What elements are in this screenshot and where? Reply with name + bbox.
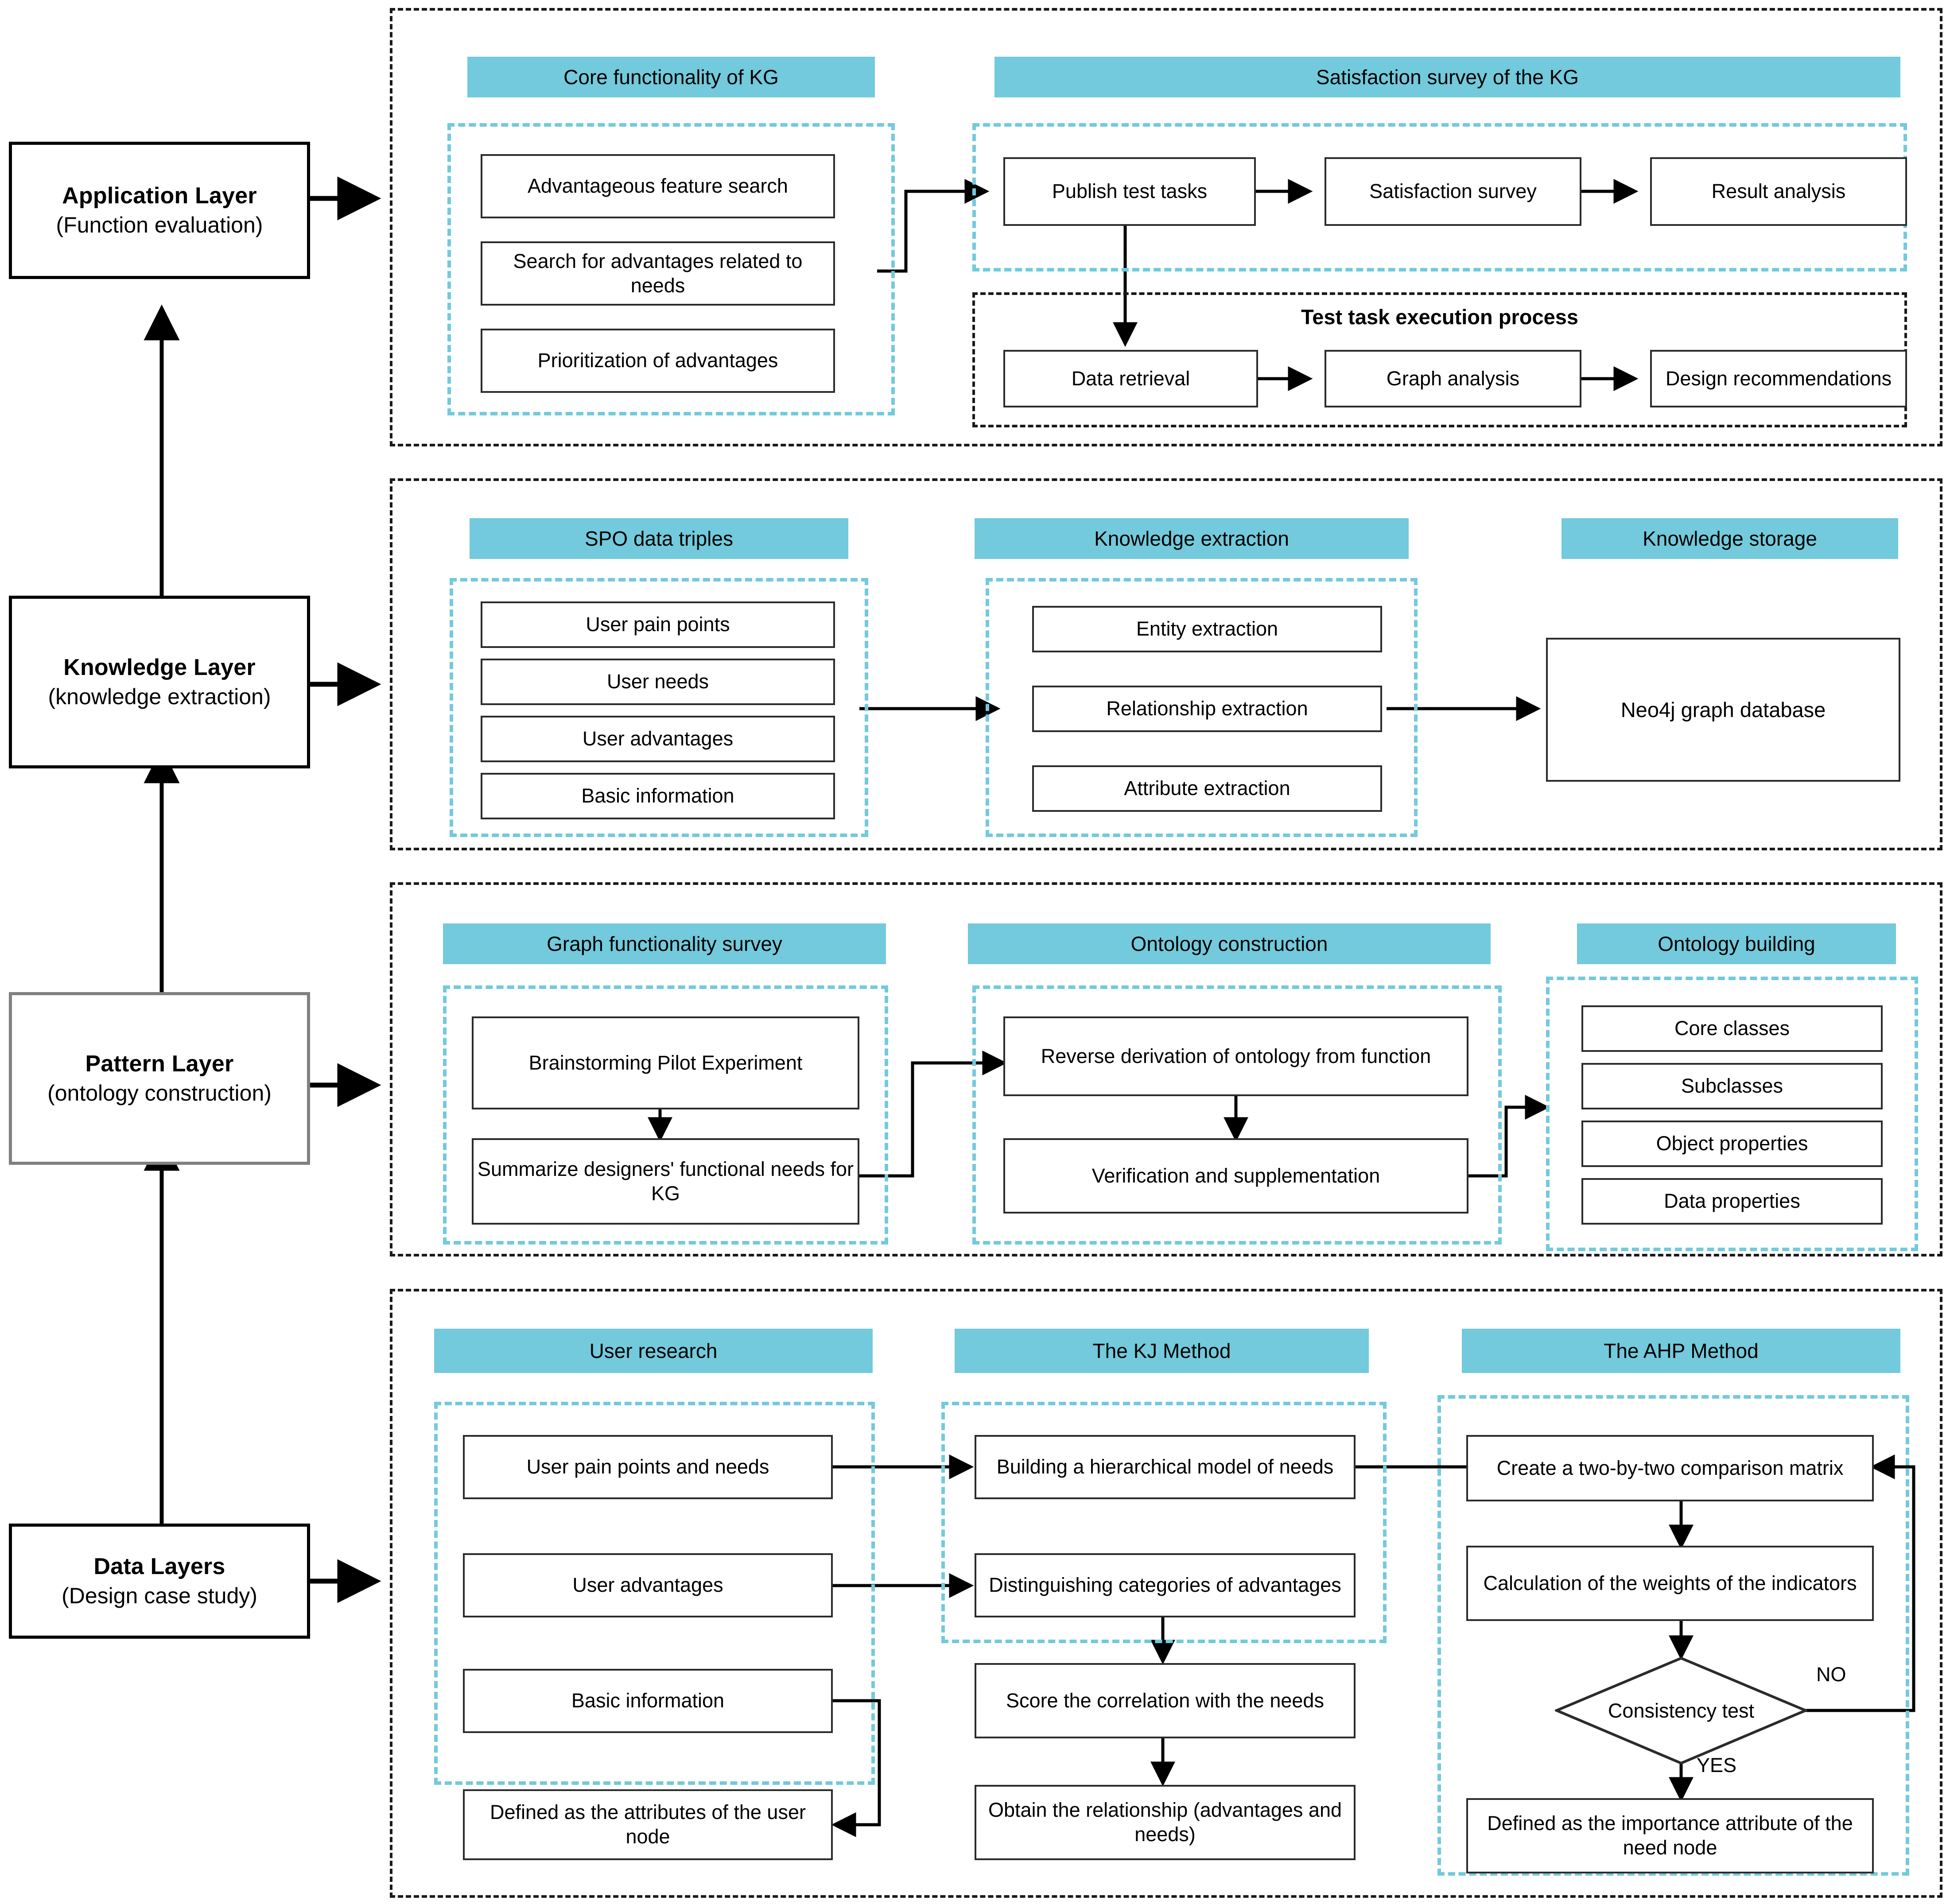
decision-label: Consistency test (1608, 1699, 1755, 1722)
layer-box-data[interactable]: Data Layers (Design case study) (9, 1524, 310, 1639)
header-ontology-construction: Ontology construction (968, 923, 1491, 964)
header-spo-data-triples: SPO data triples (470, 518, 848, 559)
header-user-research: User research (434, 1329, 873, 1373)
group-user-research (434, 1402, 875, 1785)
group-graph-functionality-survey (443, 985, 888, 1245)
node-summarize-designers-functional-needs[interactable]: Summarize designers' functional needs fo… (472, 1138, 859, 1225)
group-ontology-building (1546, 977, 1918, 1251)
node-publish-test-tasks[interactable]: Publish test tasks (1003, 157, 1256, 226)
group-knowledge-extraction (986, 578, 1418, 837)
node-search-advantages-related-needs[interactable]: Search for advantages related to needs (481, 241, 835, 306)
node-obtain-the-relationship[interactable]: Obtain the relationship (advantages and … (975, 1785, 1356, 1860)
node-object-properties[interactable]: Object properties (1581, 1121, 1883, 1167)
node-score-correlation-with-needs[interactable]: Score the correlation with the needs (975, 1663, 1356, 1738)
header-knowledge-storage: Knowledge storage (1562, 518, 1898, 559)
layer-subtitle: (Design case study) (62, 1583, 257, 1609)
group-kj-method (941, 1402, 1387, 1643)
node-calculation-of-weights-of-indicators[interactable]: Calculation of the weights of the indica… (1466, 1546, 1874, 1621)
header-core-functionality: Core functionality of KG (467, 57, 875, 97)
header-graph-functionality-survey: Graph functionality survey (443, 923, 886, 964)
node-advantageous-feature-search[interactable]: Advantageous feature search (481, 154, 835, 218)
node-user-advantages-data[interactable]: User advantages (463, 1553, 833, 1617)
header-satisfaction-survey: Satisfaction survey of the KG (994, 57, 1900, 97)
node-user-advantages[interactable]: User advantages (481, 716, 835, 762)
node-basic-information-data[interactable]: Basic information (463, 1669, 833, 1733)
node-defined-as-importance-attribute[interactable]: Defined as the importance attribute of t… (1466, 1798, 1874, 1873)
section-data-layer (390, 1289, 1942, 1898)
group-ontology-construction (972, 985, 1502, 1245)
node-basic-information[interactable]: Basic information (481, 773, 835, 819)
section-knowledge-layer (390, 478, 1942, 850)
node-entity-extraction[interactable]: Entity extraction (1032, 606, 1382, 652)
layer-box-application[interactable]: Application Layer (Function evaluation) (9, 142, 310, 279)
node-satisfaction-survey[interactable]: Satisfaction survey (1325, 157, 1581, 226)
section-application-layer (390, 8, 1942, 446)
layer-title: Data Layers (93, 1553, 225, 1579)
layer-box-knowledge[interactable]: Knowledge Layer (knowledge extraction) (9, 596, 310, 768)
section-pattern-layer (390, 882, 1942, 1256)
node-user-needs[interactable]: User needs (481, 659, 835, 705)
layer-title: Application Layer (62, 182, 257, 209)
node-relationship-extraction[interactable]: Relationship extraction (1032, 686, 1382, 732)
edge-label-yes: YES (1697, 1754, 1737, 1776)
node-subclasses[interactable]: Subclasses (1581, 1063, 1883, 1109)
header-kj-method: The KJ Method (955, 1329, 1369, 1373)
diamond-shape (1553, 1656, 1809, 1765)
node-reverse-derivation-of-ontology[interactable]: Reverse derivation of ontology from func… (1003, 1016, 1468, 1096)
layer-title: Pattern Layer (85, 1051, 234, 1077)
layer-subtitle: (Function evaluation) (56, 213, 263, 238)
subbox-title: Test task execution process (1301, 305, 1579, 329)
header-ontology-building: Ontology building (1577, 923, 1896, 964)
header-knowledge-extraction: Knowledge extraction (975, 518, 1409, 559)
edge-label-no: NO (1816, 1663, 1846, 1686)
header-ahp-method: The AHP Method (1462, 1329, 1900, 1373)
node-graph-analysis[interactable]: Graph analysis (1325, 350, 1581, 407)
node-core-classes[interactable]: Core classes (1581, 1005, 1883, 1052)
group-core-functionality (447, 123, 895, 415)
decision-consistency-test[interactable]: Consistency test (1553, 1656, 1809, 1765)
group-spo-data-triples (450, 578, 868, 837)
node-neo4j-graph-database[interactable]: Neo4j graph database (1546, 638, 1900, 782)
node-verification-and-supplementation[interactable]: Verification and supplementation (1003, 1138, 1468, 1214)
node-distinguishing-categories-of-advantages[interactable]: Distinguishing categories of advantages (975, 1553, 1356, 1617)
group-ahp-method (1437, 1395, 1909, 1876)
node-building-hierarchical-model-of-needs[interactable]: Building a hierarchical model of needs (975, 1435, 1356, 1499)
node-brainstorming-pilot-experiment[interactable]: Brainstorming Pilot Experiment (472, 1016, 859, 1109)
node-user-pain-points-and-needs[interactable]: User pain points and needs (463, 1435, 833, 1499)
node-data-retrieval[interactable]: Data retrieval (1003, 350, 1258, 407)
node-user-pain-points[interactable]: User pain points (481, 601, 835, 648)
node-defined-as-attributes-of-user-node[interactable]: Defined as the attributes of the user no… (463, 1789, 833, 1860)
layer-subtitle: (knowledge extraction) (48, 684, 271, 710)
node-design-recommendations[interactable]: Design recommendations (1650, 350, 1907, 407)
node-prioritization-of-advantages[interactable]: Prioritization of advantages (481, 329, 835, 393)
node-result-analysis[interactable]: Result analysis (1650, 157, 1907, 226)
layer-box-pattern[interactable]: Pattern Layer (ontology construction) (9, 992, 310, 1165)
node-data-properties[interactable]: Data properties (1581, 1178, 1883, 1225)
layer-title: Knowledge Layer (63, 654, 256, 680)
layer-subtitle: (ontology construction) (47, 1081, 272, 1106)
node-attribute-extraction[interactable]: Attribute extraction (1032, 765, 1382, 812)
node-create-two-by-two-comparison-matrix[interactable]: Create a two-by-two comparison matrix (1466, 1435, 1874, 1501)
